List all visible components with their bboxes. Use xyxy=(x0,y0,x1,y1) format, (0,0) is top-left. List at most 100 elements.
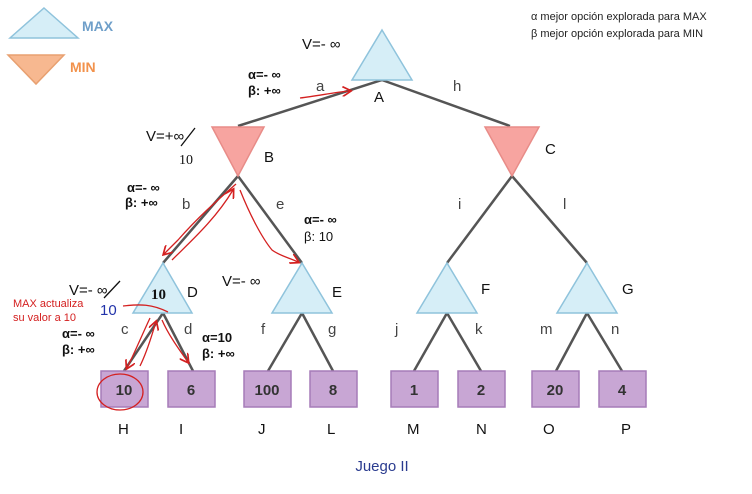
red-arrow-to-e xyxy=(239,189,298,262)
node-b-label: B xyxy=(264,149,274,166)
edge-b-beta: β: +∞ xyxy=(125,195,158,210)
node-c-label: C xyxy=(545,141,556,158)
edge-j-label: j xyxy=(394,321,398,338)
leaf-n-label: N xyxy=(476,421,487,438)
edge-e-label: e xyxy=(276,196,284,213)
node-b-updated-value: 10 xyxy=(179,153,193,168)
red-circle-leaf-h xyxy=(96,373,144,411)
node-d-max-triangle xyxy=(131,261,194,314)
node-e-label: E xyxy=(332,284,342,301)
leaf-l-label: L xyxy=(327,421,335,438)
leaf-p-box xyxy=(598,370,647,408)
red-trace-arrows xyxy=(96,91,350,411)
node-g-max-triangle xyxy=(555,261,619,314)
edge-d-alpha: α=10 xyxy=(202,330,232,345)
leaf-m-value: 1 xyxy=(410,382,418,399)
edge-i xyxy=(445,175,514,264)
edge-l xyxy=(511,175,588,264)
edge-e-beta: β: 10 xyxy=(304,229,333,244)
leaf-boxes xyxy=(100,370,647,408)
leaf-o-label: O xyxy=(543,421,555,438)
node-d-updated-value: 10 xyxy=(100,302,117,319)
leaf-p-label: P xyxy=(621,421,631,438)
leaf-m-label: M xyxy=(407,421,420,438)
edge-c-alpha: α=- ∞ xyxy=(62,326,95,341)
edge-h xyxy=(381,78,511,128)
red-arrow-up-from-h xyxy=(139,322,156,367)
leaf-l-value: 8 xyxy=(329,382,337,399)
edge-f-label: f xyxy=(261,321,266,338)
node-d-value-annotation: V=- ∞ xyxy=(69,282,108,299)
edge-b xyxy=(162,175,239,264)
edge-a-beta: β: +∞ xyxy=(248,83,281,98)
edge-d-beta: β: +∞ xyxy=(202,346,235,361)
red-arrow-to-i xyxy=(161,319,188,362)
edge-c-beta: β: +∞ xyxy=(62,342,95,357)
node-b-value-annotation: V=+∞ xyxy=(146,128,185,145)
tree-edges xyxy=(122,78,624,372)
leaf-j-box xyxy=(243,370,292,408)
diagram-caption: Juego II xyxy=(355,458,408,475)
leaf-j-label: J xyxy=(258,421,266,438)
edge-g xyxy=(300,312,335,372)
node-d-value-strike xyxy=(103,280,121,299)
leaf-n-box xyxy=(457,370,506,408)
node-b-min-triangle xyxy=(210,126,266,178)
red-arrow-to-a xyxy=(299,91,350,99)
edge-h-label: h xyxy=(453,78,461,95)
max-update-note-line1: MAX actualiza xyxy=(13,298,84,310)
leaf-j-value: 100 xyxy=(254,382,279,399)
edge-m-label: m xyxy=(540,321,553,338)
node-a-label: A xyxy=(374,89,384,106)
edge-e xyxy=(236,175,304,264)
leaf-i-value: 6 xyxy=(187,382,195,399)
legend-min-label: MIN xyxy=(70,59,96,75)
edge-j xyxy=(412,312,449,372)
node-a-max-triangle xyxy=(350,28,414,81)
edge-b-label: b xyxy=(182,196,190,213)
leaf-i-label: I xyxy=(179,421,183,438)
edge-f xyxy=(266,312,304,372)
edge-a-alpha: α=- ∞ xyxy=(248,67,281,82)
edge-e-alpha: α=- ∞ xyxy=(304,212,337,227)
node-f-max-triangle xyxy=(415,261,479,314)
leaf-o-box xyxy=(531,370,580,408)
edge-m xyxy=(554,312,589,372)
red-pointer-line xyxy=(122,304,169,313)
node-d-inner-value: 10 xyxy=(151,287,166,303)
node-e-value-annotation: V=- ∞ xyxy=(222,273,261,290)
leaf-h-label: H xyxy=(118,421,129,438)
legend-alpha-line: α mejor opción explorada para MAX xyxy=(531,11,707,23)
edge-d-label: d xyxy=(184,321,192,338)
edge-a xyxy=(237,78,383,128)
red-arrow-to-h xyxy=(127,317,151,368)
edge-b-alpha: α=- ∞ xyxy=(127,180,160,195)
legend-max-label: MAX xyxy=(82,18,114,34)
red-arrow-up-b xyxy=(171,190,233,261)
edge-c-label: c xyxy=(121,321,129,338)
edge-n-label: n xyxy=(611,321,619,338)
node-g-label: G xyxy=(622,281,634,298)
legend-min-triangle-icon xyxy=(6,54,66,86)
leaf-h-value: 10 xyxy=(116,382,133,399)
leaf-n-value: 2 xyxy=(477,382,485,399)
legend-beta-line: β mejor opción explorada para MIN xyxy=(531,28,703,40)
edge-n xyxy=(585,312,624,372)
node-c-min-triangle xyxy=(483,126,541,178)
edge-l-label: l xyxy=(563,196,566,213)
node-a-value-annotation: V=- ∞ xyxy=(302,36,341,53)
leaf-m-box xyxy=(390,370,439,408)
edge-a-label: a xyxy=(316,78,325,95)
leaf-p-value: 4 xyxy=(618,382,627,399)
edge-g-label: g xyxy=(328,321,336,338)
edge-k-label: k xyxy=(475,321,483,338)
node-d-label: D xyxy=(187,284,198,301)
node-f-label: F xyxy=(481,281,490,298)
leaf-o-value: 20 xyxy=(547,382,564,399)
leaf-l-box xyxy=(309,370,358,408)
edge-k xyxy=(445,312,483,372)
max-update-note-line2: su valor a 10 xyxy=(13,312,76,324)
node-b-value-strike xyxy=(180,127,196,147)
edge-i-label: i xyxy=(458,196,461,213)
